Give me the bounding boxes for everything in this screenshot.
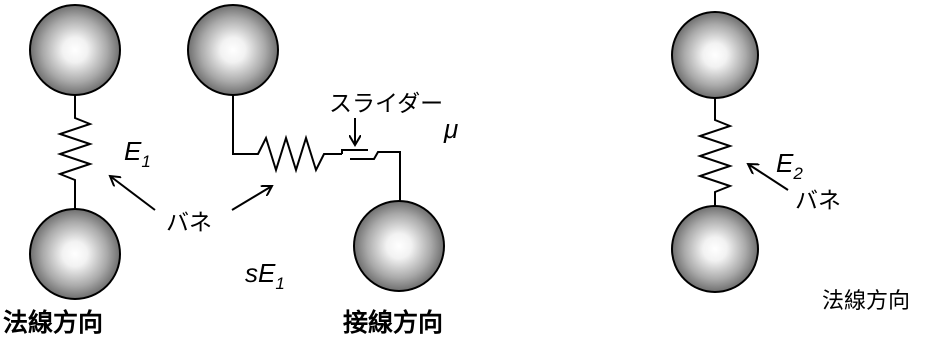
spring-tangent (232, 95, 342, 174)
sphere-bottom-center (353, 200, 445, 292)
spring-pointer-arrow-center (231, 186, 272, 211)
caption-normal-right: 法線方向 (822, 289, 910, 314)
sphere-top-center (187, 4, 279, 96)
spring-pointer-arrow-right (748, 164, 789, 191)
tangent-model: スライダー μ バネ sE1 接線方向 (166, 4, 458, 337)
spring-e2-normal (696, 98, 734, 206)
slider-element (341, 149, 401, 201)
sphere-top-right (671, 11, 759, 99)
spring-e1-normal (56, 95, 94, 209)
label-se1-tangent: sE1 (245, 258, 285, 293)
caption-tangent: 接線方向 (343, 308, 443, 337)
friction-symbol-mu: μ (443, 114, 458, 144)
slider-label: スライダー (329, 91, 443, 117)
caption-normal-left: 法線方向 (3, 308, 103, 337)
normal-model-left: E1 法線方向 (3, 4, 156, 337)
normal-model-right: E2 バネ 法線方向 (671, 11, 910, 314)
sphere-bottom-right (671, 205, 759, 293)
spring-label-center: バネ (166, 210, 212, 236)
sphere-bottom-left (29, 208, 121, 300)
spring-label-right: バネ (795, 188, 841, 214)
label-e2-normal: E2 (776, 148, 803, 183)
label-e1-normal: E1 (124, 136, 151, 171)
spring-pointer-arrow-left (110, 176, 156, 211)
sphere-top-left (29, 4, 121, 96)
